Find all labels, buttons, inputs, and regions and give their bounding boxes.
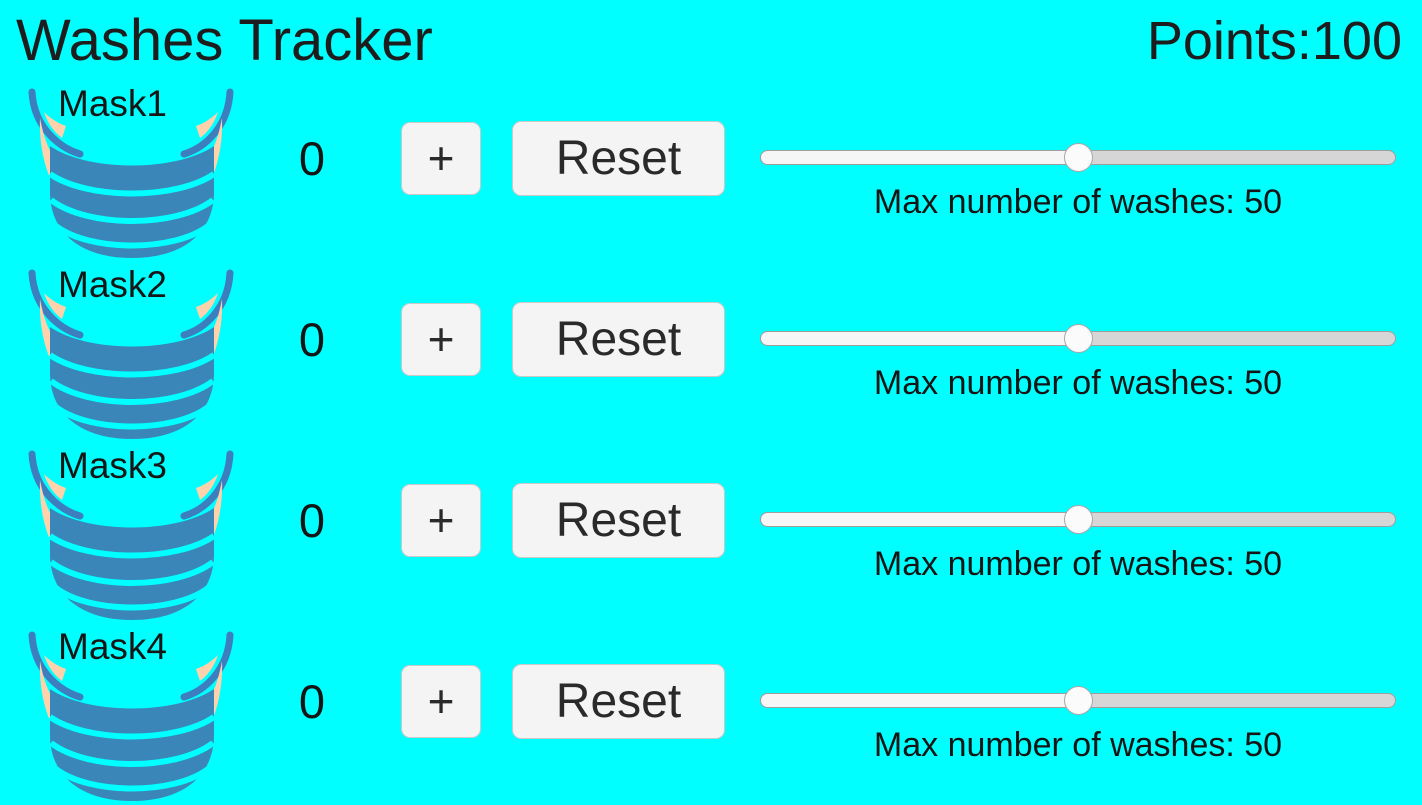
reset-button[interactable]: Reset [512,121,725,196]
max-washes-slider[interactable] [760,321,1396,353]
slider-thumb[interactable] [1064,143,1093,172]
mask-row: Mask4 0 + Reset Max number of washes: 50 [0,621,1422,802]
max-washes-caption: Max number of washes: 50 [873,726,1283,764]
face-mask-icon [8,263,256,443]
reset-button[interactable]: Reset [512,664,725,739]
app-header: Washes Tracker Points:100 [0,0,1422,78]
max-washes-slider[interactable] [760,140,1396,172]
points-display: Points:100 [1146,11,1402,71]
slider-fill [760,331,1078,346]
mask-row: Mask1 0 + Reset Max number of washes: 50 [0,78,1422,259]
slider-thumb[interactable] [1064,505,1093,534]
slider-fill [760,512,1078,527]
slider-fill [760,150,1078,165]
increment-button[interactable]: + [401,303,481,376]
wash-count-value: 0 [298,313,326,366]
increment-button[interactable]: + [401,122,481,195]
reset-button[interactable]: Reset [512,483,725,558]
wash-count-value: 0 [298,494,326,547]
increment-button[interactable]: + [401,484,481,557]
face-mask-icon [8,82,256,262]
slider-fill [760,693,1078,708]
max-washes-caption: Max number of washes: 50 [873,545,1283,583]
wash-count-value: 0 [298,132,326,185]
reset-button[interactable]: Reset [512,302,725,377]
max-washes-slider[interactable] [760,683,1396,715]
mask-name-label: Mask3 [58,445,167,486]
mask-row: Mask3 0 + Reset Max number of washes: 50 [0,440,1422,621]
face-mask-icon [8,625,256,805]
slider-thumb[interactable] [1064,686,1093,715]
mask-name-label: Mask4 [58,626,167,667]
mask-name-label: Mask1 [58,83,167,124]
mask-name-label: Mask2 [58,264,167,305]
wash-count-value: 0 [298,675,326,728]
max-washes-caption: Max number of washes: 50 [873,364,1283,402]
increment-button[interactable]: + [401,665,481,738]
max-washes-slider[interactable] [760,502,1396,534]
slider-thumb[interactable] [1064,324,1093,353]
max-washes-caption: Max number of washes: 50 [873,183,1283,221]
mask-row: Mask2 0 + Reset Max number of washes: 50 [0,259,1422,440]
face-mask-icon [8,444,256,624]
page-title: Washes Tracker [16,8,433,73]
